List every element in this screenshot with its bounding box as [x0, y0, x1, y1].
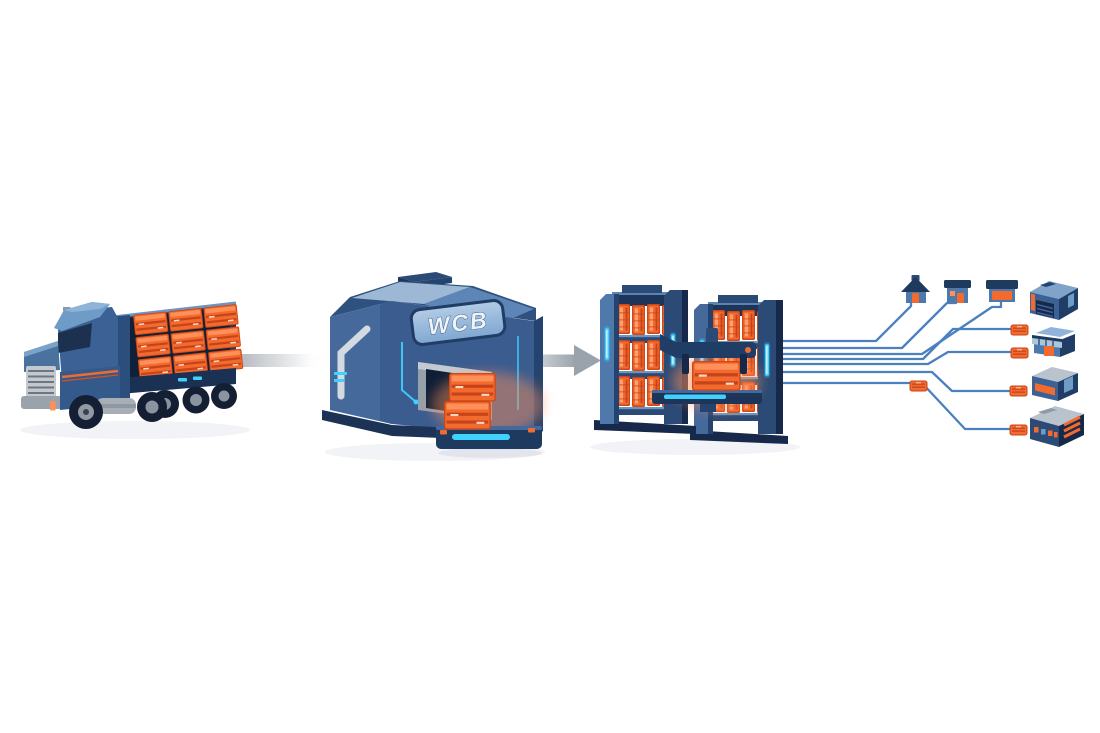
- agv-robot: [432, 372, 544, 449]
- delivery-truck: [21, 301, 244, 429]
- package-icon: [1009, 424, 1028, 436]
- destination-small-shop: [944, 280, 971, 303]
- destination-industrial-unit: [1030, 406, 1084, 447]
- warehouse-sign-panel: WCB: [409, 299, 507, 346]
- package-icon: [909, 380, 928, 392]
- agv-crates: [444, 373, 496, 430]
- trailer-crates: [133, 304, 244, 380]
- line-to-retail-unit: [768, 370, 1011, 393]
- line-to-house: [768, 299, 913, 343]
- storage-rack-left: [594, 285, 696, 434]
- warehouse-building: WCB: [322, 272, 544, 449]
- warehouse-left-wall: [330, 301, 392, 424]
- line-to-garage-depot: [768, 327, 1012, 361]
- truck-grille: [21, 366, 62, 409]
- package-markers: [909, 324, 1029, 436]
- package-icon: [1010, 347, 1029, 359]
- shuttle-crate: [692, 361, 741, 391]
- destination-storefront: [986, 280, 1018, 302]
- line-to-industrial-unit: [768, 381, 1011, 431]
- package-icon: [1009, 385, 1028, 397]
- distribution-lines: [768, 298, 1012, 431]
- package-icon: [1010, 324, 1029, 336]
- destination-retail-unit: [1032, 367, 1078, 401]
- shuttle-gripper: [660, 328, 756, 374]
- line-to-awning-store: [768, 350, 1012, 366]
- destination-house: [901, 275, 930, 303]
- line-to-storefront: [768, 299, 1003, 356]
- rack-shuttle-robot: [652, 328, 762, 412]
- flow-band-truck-to-warehouse: [225, 354, 340, 367]
- truck-cab: [21, 302, 167, 429]
- destination-awning-store: [1032, 327, 1075, 357]
- destination-garage-depot: [1030, 281, 1078, 320]
